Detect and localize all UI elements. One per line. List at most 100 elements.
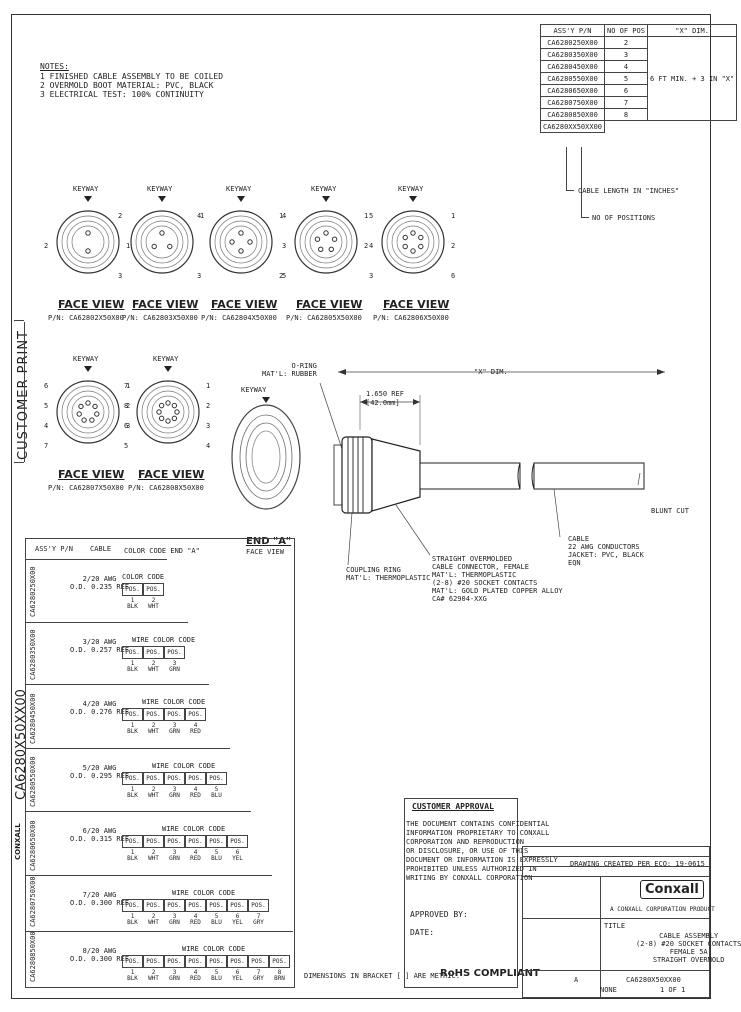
- end-a-keyway: KEYWAY: [241, 386, 267, 394]
- approval-title: CUSTOMER APPROVAL: [412, 802, 494, 811]
- ct-pos-cell: POS. 2: [143, 646, 164, 667]
- ct-pos-cell: POS. 4: [185, 708, 206, 729]
- pin-label: 5: [44, 402, 49, 410]
- pin-socket: [229, 239, 235, 245]
- pin-label: 6: [124, 422, 129, 430]
- ct-pos-cell: POS. 7: [248, 955, 269, 976]
- pin-label: 5: [282, 272, 287, 280]
- connector-ring: [146, 390, 190, 434]
- assy-pn-cell: CA6280850X00: [539, 108, 606, 121]
- pin-label: 3: [118, 272, 123, 280]
- coupling-ring-label: COUPLING RING MAT'L: THERMOPLASTIC: [346, 566, 431, 582]
- pin-label: 5: [124, 442, 129, 450]
- face-view-part-number: P/N: CA62806X50X00: [373, 314, 449, 322]
- assy-pn-cell: CA6280750X00: [539, 96, 606, 109]
- ct-color-cell: GRN: [169, 666, 180, 673]
- ct-color-cell: GRY: [253, 975, 264, 982]
- pin-label: 1: [364, 212, 369, 220]
- dimensions-note: DIMENSIONS IN BRACKET [ ] ARE METRIC.: [304, 972, 460, 980]
- pin-label: 4: [282, 212, 287, 220]
- pin-socket: [410, 248, 416, 254]
- connector-ring: [130, 210, 194, 274]
- ct-color-cell: YEL: [232, 975, 243, 982]
- ct-color-cell: RED: [190, 919, 201, 926]
- drawing-title: CABLE ASSEMBLY (2-8) #20 SOCKET CONTACTS…: [636, 932, 741, 964]
- face-view-connector: [56, 196, 120, 274]
- pin-socket: [89, 417, 95, 423]
- ct-pos-cell: POS. 1: [122, 708, 143, 729]
- ct-color-cell: RED: [190, 792, 201, 799]
- ct-pos-cell: POS. 2: [143, 772, 164, 793]
- ct-color-cell: GRN: [169, 975, 180, 982]
- connector-ring: [396, 225, 430, 259]
- no-pos-cell: 3: [604, 48, 648, 61]
- side-divider-2: [14, 462, 24, 463]
- ct-pos-cell: POS. 8: [269, 955, 290, 976]
- ct-color-cell: BLK: [127, 792, 138, 799]
- ct-color-cell: WHT: [148, 919, 159, 926]
- x-dim-label: "X" DIM.: [474, 368, 508, 376]
- connector-ring: [141, 385, 195, 439]
- pin-socket: [92, 403, 98, 410]
- ct-row-divider: [25, 931, 293, 932]
- scale-value: NONE: [600, 986, 617, 994]
- face-view-keyway: KEYWAY: [73, 185, 99, 193]
- ct-pos-cell: POS. 1: [122, 772, 143, 793]
- callout-tick-len: [566, 190, 574, 191]
- face-view-keyway: KEYWAY: [153, 355, 179, 363]
- connector-label: STRAIGHT OVERMOLDED CABLE CONNECTOR, FEM…: [432, 555, 563, 603]
- ct-pos-cell: POS. 3: [164, 955, 185, 976]
- ct-pos-cell: POS. 7: [248, 899, 269, 920]
- tb-vline: [600, 876, 601, 998]
- pin-label: 4: [369, 242, 374, 250]
- face-view-connector: [130, 196, 194, 274]
- cable-length-label: CABLE LENGTH IN "INCHES": [578, 187, 680, 195]
- ct-row-cable: 6/20 AWG O.D. 0.315 REF: [70, 827, 130, 843]
- part-number-table: ASS'Y P/N NO OF POS "X" DIM. CA6280250X0…: [539, 24, 738, 133]
- keyway-arrow-icon: [84, 366, 92, 372]
- part-pattern-cell: CA6280XX50XX00: [539, 120, 606, 133]
- pin-label: 3: [126, 422, 131, 430]
- ct-row-pn: CA6280250X00: [29, 566, 37, 617]
- rohs-label: RoHS COMPLIANT: [440, 968, 540, 979]
- ct-row-divider: [25, 622, 188, 623]
- assy-pn-cell: CA6280350X00: [539, 48, 606, 61]
- ct-color-cell: GRN: [169, 728, 180, 735]
- ct-frame: [25, 538, 295, 988]
- pin-label: 6: [44, 382, 49, 390]
- ct-row-pn: CA6280550X00: [29, 756, 37, 807]
- ct-color-cell: BLK: [127, 603, 138, 610]
- assy-pn-cell: CA6280450X00: [539, 60, 606, 73]
- no-pos-cell: 4: [604, 60, 648, 73]
- ct-color-cell: RED: [190, 728, 201, 735]
- ct-pos-cell: POS. 1: [122, 899, 143, 920]
- revision-note: DRAWING CREATED PER ECO: 19-0615: [570, 860, 705, 868]
- face-view-part-number: P/N: CA62803X50X00: [122, 314, 198, 322]
- keyway-arrow-icon: [84, 196, 92, 202]
- assy-pn-cell: CA6280250X00: [539, 36, 606, 49]
- connector-ring: [56, 210, 120, 274]
- connector-ring: [391, 220, 435, 264]
- pin-socket: [314, 236, 321, 242]
- ct-color-cell: BLK: [127, 919, 138, 926]
- connector-ring: [209, 210, 273, 274]
- ct-pos-cell: POS. 2: [143, 583, 164, 604]
- ct-row-cable: 5/20 AWG O.D. 0.295 REF: [70, 764, 130, 780]
- pin-socket: [410, 230, 416, 236]
- connector-ring: [66, 220, 110, 264]
- ct-color-cell: WHT: [148, 975, 159, 982]
- cable-label: CABLE 22 AWG CONDUCTORS JACKET: PVC, BLA…: [568, 535, 644, 567]
- ct-row-divider: [25, 811, 251, 812]
- pin-socket: [151, 243, 157, 250]
- title-label: TITLE: [604, 922, 626, 930]
- ct-row-title: WIRE COLOR CODE: [172, 889, 236, 897]
- pin-label: 1: [451, 212, 456, 220]
- face-view-connector: [294, 196, 358, 274]
- ct-pos-cell: POS. 6: [227, 955, 248, 976]
- pin-label: 4: [44, 422, 49, 430]
- ct-pos-cell: POS. 3: [164, 646, 185, 667]
- pin-label: 4: [206, 442, 211, 450]
- pin-label: 2: [44, 242, 49, 250]
- ct-pos-cell: POS. 4: [185, 772, 206, 793]
